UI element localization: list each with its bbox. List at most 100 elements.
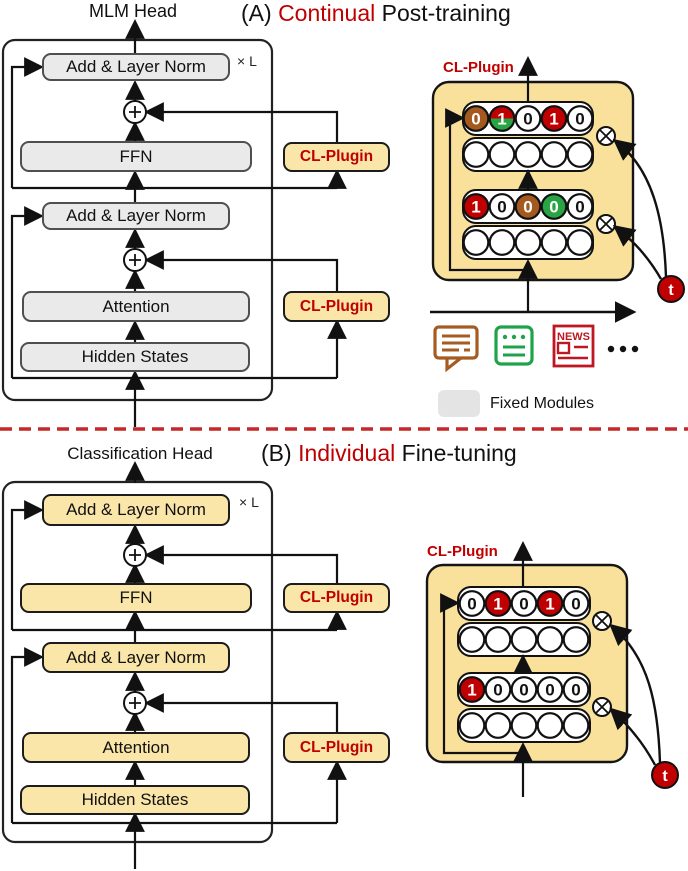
- feature-cell: [514, 141, 542, 168]
- task-to-lower-multiply-arrow: [609, 707, 657, 766]
- mask-cell-value: 0: [571, 681, 580, 700]
- mask-cell: [540, 193, 568, 220]
- task-to-upper-multiply-arrow: [609, 623, 662, 764]
- hidden-states-block: Hidden States: [20, 785, 250, 815]
- ffn-skip-connection: [10, 500, 44, 630]
- title-a-suffix: Post-training: [375, 0, 511, 26]
- mask-cell-value: 1: [493, 595, 502, 614]
- plus-icon: [129, 697, 141, 709]
- attention-block: Attention: [22, 732, 250, 763]
- feature-cell: [536, 626, 564, 653]
- mask-cell-value: 1: [467, 681, 476, 700]
- multiply-cross: [595, 700, 609, 714]
- mask-cell-value: 0: [549, 198, 558, 217]
- transformer-a-connectors: [1, 19, 347, 427]
- notes-icon: [494, 325, 534, 366]
- mask-cell-value: 0: [493, 681, 502, 700]
- task-id-arrows-a: [612, 138, 668, 280]
- mask-cell-value: 0: [519, 595, 528, 614]
- task-id-symbol: t: [668, 282, 674, 299]
- mask-cell-value: 0: [575, 110, 584, 129]
- transformer-a-outline: [1, 38, 274, 402]
- transformer-b-connectors: [1, 461, 347, 869]
- feature-cell: [458, 712, 486, 739]
- feature-cell: [488, 229, 516, 256]
- title-b-highlight: Individual: [298, 440, 396, 466]
- attention-skip-connection: [10, 206, 44, 378]
- feature-cell: [536, 712, 564, 739]
- feature-cell: [458, 626, 486, 653]
- residual-add-nodes-b: [123, 543, 147, 715]
- ffn-block: FFN: [20, 141, 252, 172]
- plugin-detail-b-arrows: [440, 541, 533, 797]
- task-to-lower-multiply-arrow: [612, 225, 663, 280]
- mask-cell-value: 0: [467, 595, 476, 614]
- feature-cell: [540, 229, 568, 256]
- mask-cell-value: 0: [497, 198, 506, 217]
- classification-head-label: Classification Head: [67, 444, 213, 463]
- feature-cell: [566, 141, 594, 168]
- task-id-node: [657, 275, 685, 303]
- task-id-symbol: t: [662, 768, 668, 785]
- feature-cell: [514, 229, 542, 256]
- plugin-upper-output-arrow: [144, 102, 339, 142]
- fixed-modules-label: Fixed Modules: [490, 395, 595, 412]
- mask-cell-value: 0: [523, 198, 532, 217]
- bypass-to-top-mask: [445, 108, 528, 272]
- multiply-nodes-a: [596, 126, 616, 234]
- add-layer-norm-block: Add & Layer Norm: [42, 202, 230, 230]
- cl-plugin-block: CL-Plugin: [283, 732, 390, 763]
- news-icon: [552, 324, 595, 368]
- mask-cell-value: 1: [471, 198, 480, 217]
- plugin-lower-output-arrow: [144, 250, 339, 291]
- feature-cell: [510, 712, 538, 739]
- mask-cell: [488, 193, 516, 220]
- feature-cell: [562, 712, 590, 739]
- ffn-block: FFN: [20, 583, 252, 613]
- mask-cell-value: 0: [523, 110, 532, 129]
- mask-cell-value: 1: [497, 110, 506, 129]
- feature-cell: [488, 141, 516, 168]
- feature-cell: [562, 626, 590, 653]
- multiply-cross: [599, 129, 613, 143]
- title-a-prefix: (A): [241, 0, 279, 26]
- mask-cell: [488, 105, 516, 132]
- plugin-lower-output-arrow: [144, 693, 339, 732]
- add-layer-norm-block: Add & Layer Norm: [42, 53, 230, 81]
- mask-cell-value: 1: [545, 595, 554, 614]
- cl-plugin-block: CL-Plugin: [283, 291, 390, 322]
- mask-cell: [484, 590, 512, 617]
- mask-cell-value: 0: [571, 595, 580, 614]
- mask-cell: [536, 590, 564, 617]
- bypass-to-top-mask: [440, 593, 523, 755]
- plugin-detail-b-label: CL-Plugin: [427, 543, 498, 560]
- section-a-title: (A) Continual Post-training: [241, 0, 511, 27]
- multiply-cross: [595, 614, 609, 628]
- residual-add-nodes-a: [123, 100, 147, 272]
- title-b-suffix: Fine-tuning: [395, 440, 517, 466]
- multiply-cross: [599, 217, 613, 231]
- mask-cell-split-bottom: [489, 118, 515, 131]
- mask-cell: [514, 193, 542, 220]
- chat-bubble-icon: [433, 325, 479, 373]
- add-layer-norm-block: Add & Layer Norm: [42, 642, 230, 673]
- add-layer-norm-block: Add & Layer Norm: [42, 494, 230, 526]
- plus-icon: [129, 549, 141, 561]
- hidden-states-block: Hidden States: [20, 342, 250, 372]
- mask-cell: [462, 193, 490, 220]
- mlm-head-label: MLM Head: [88, 1, 178, 21]
- attention-skip-connection: [10, 647, 44, 823]
- feature-cell: [462, 229, 490, 256]
- attention-block: Attention: [22, 291, 250, 322]
- plus-icon: [129, 106, 141, 118]
- task-sequence-a: NEWS: [430, 301, 639, 373]
- title-b-prefix: (B): [261, 440, 299, 466]
- mask-cell: [566, 193, 594, 220]
- mask-cell: [514, 105, 542, 132]
